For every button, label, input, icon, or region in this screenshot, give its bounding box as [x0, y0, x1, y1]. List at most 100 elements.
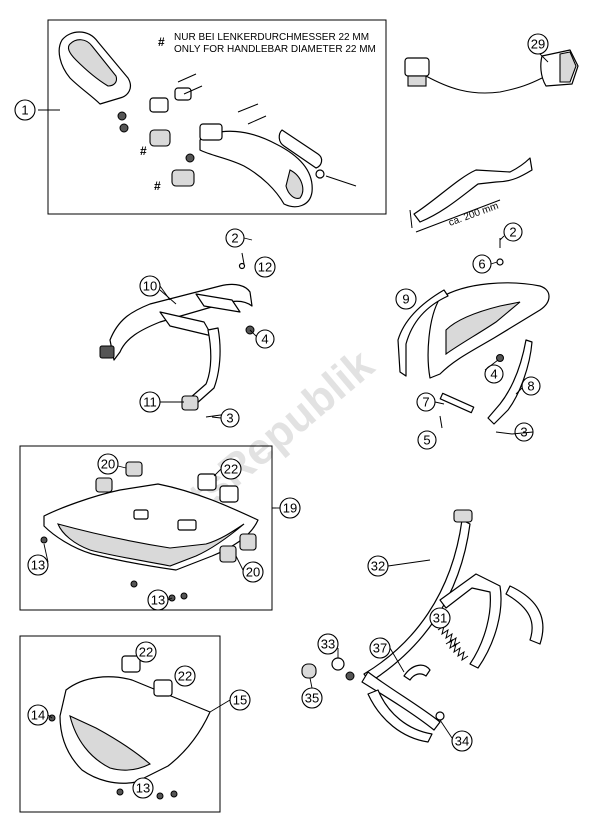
clamp-part	[174, 87, 192, 101]
fender-plate	[439, 392, 475, 414]
screw-head	[116, 788, 124, 796]
callout-label: 10	[143, 279, 157, 294]
note-line-en: ONLY FOR HANDLEBAR DIAMETER 22 MM	[174, 44, 376, 55]
callout-8: 8	[521, 376, 541, 396]
callout-29: 29	[527, 33, 549, 55]
rear-bracket-part	[413, 157, 533, 223]
callout-label: 22	[178, 669, 192, 684]
handguard-group: # NUR BEI LENKERDURCHMESSER 22 MM ONLY F…	[38, 19, 387, 215]
callout-20: 20	[97, 453, 119, 475]
connector-plug	[407, 75, 427, 87]
callout-34: 34	[451, 730, 473, 752]
note-hash: #	[158, 35, 165, 49]
screw-head	[156, 792, 164, 800]
callout-label: 4	[261, 332, 268, 347]
callout-label: 29	[531, 37, 545, 52]
spacer-part	[149, 129, 171, 147]
washer-part	[315, 169, 325, 179]
leader-lines	[43, 235, 534, 739]
stand-group	[301, 509, 544, 743]
stand-nut	[345, 671, 355, 681]
rack-mount-block	[99, 345, 115, 359]
connector-part	[404, 57, 430, 77]
stand-crossbar	[361, 671, 441, 731]
stand-pad	[453, 509, 473, 523]
rubber-block	[125, 461, 143, 477]
clamp-part	[149, 97, 169, 113]
callouts: 1 29 2 12 10 4 11 3 2 6 9 4 8 7 5 3 20 2…	[14, 33, 549, 799]
callout-13-lower: 13	[147, 589, 169, 611]
callout-13-bottom: 13	[132, 777, 154, 799]
callout-label: 35	[305, 691, 319, 706]
wiring-cable	[425, 75, 543, 94]
skidplate-frame-2	[19, 635, 221, 813]
callout-32: 32	[367, 555, 389, 577]
skid-plate-face	[57, 523, 245, 567]
luggage-rack-group	[99, 252, 255, 418]
mount-clip	[197, 473, 217, 491]
callout-label: 34	[455, 734, 469, 749]
callout-label: 4	[490, 367, 497, 382]
screw-head	[130, 580, 138, 588]
taillight-group	[404, 49, 579, 94]
bracket-group: ca. 200 mm	[409, 157, 533, 233]
callout-5: 5	[417, 430, 437, 450]
callout-label: 11	[143, 395, 157, 410]
return-spring	[437, 624, 469, 662]
callout-10: 10	[139, 275, 161, 297]
stand-rubber	[301, 663, 317, 679]
callout-label: 2	[509, 225, 516, 240]
dimension-line	[415, 199, 501, 233]
mount-clip	[153, 679, 173, 697]
mount-clip	[121, 655, 141, 673]
rack-washer	[238, 262, 246, 270]
callout-label: 31	[433, 611, 447, 626]
callout-31: 31	[429, 607, 451, 629]
rear-fender-part	[427, 282, 550, 379]
spacer-part	[171, 169, 195, 187]
callout-22: 22	[220, 458, 242, 480]
rubber-block	[219, 545, 237, 563]
fender-bolt	[495, 431, 513, 435]
bar-end-bolt	[325, 175, 357, 187]
mount-clip	[219, 485, 239, 503]
bolt-set	[117, 73, 267, 163]
rack-screw	[241, 252, 245, 265]
callout-label: 5	[423, 433, 430, 448]
callout-4-right: 4	[484, 364, 504, 384]
callout-label: 1	[21, 103, 28, 118]
mount-part	[199, 123, 223, 141]
left-handguard-shield	[67, 39, 118, 87]
callout-35: 35	[301, 687, 323, 709]
callout-label: 32	[371, 559, 385, 574]
skid-plate-slot	[177, 519, 197, 531]
callout-label: 15	[233, 693, 247, 708]
rack-rail	[195, 293, 241, 313]
callout-label: 13	[136, 781, 150, 796]
callout-6: 6	[472, 254, 492, 274]
hash-mark: #	[154, 179, 161, 193]
callout-13: 13	[27, 554, 49, 576]
rack-rail	[159, 311, 213, 337]
callout-label: 13	[151, 593, 165, 608]
dimension-label: ca. 200 mm	[447, 201, 500, 229]
fender-group	[397, 238, 550, 435]
callout-7: 7	[416, 392, 436, 412]
spring-bracket	[403, 664, 431, 681]
stand-lower-bar	[367, 689, 433, 743]
screw-head	[170, 790, 178, 798]
callout-label: 37	[373, 641, 387, 656]
callout-2: 2	[225, 228, 245, 248]
fender-stay-right	[487, 339, 533, 425]
handlebar-grip	[278, 129, 323, 169]
callout-33: 33	[317, 633, 339, 655]
callout-label: 3	[520, 425, 527, 440]
callout-label: 7	[422, 395, 429, 410]
stand-foot	[505, 585, 544, 645]
callout-label: 22	[139, 645, 153, 660]
rack-support-tube	[189, 327, 221, 405]
callout-4: 4	[255, 329, 275, 349]
skidplate-frame-1	[19, 445, 273, 611]
callout-1: 1	[14, 99, 36, 121]
